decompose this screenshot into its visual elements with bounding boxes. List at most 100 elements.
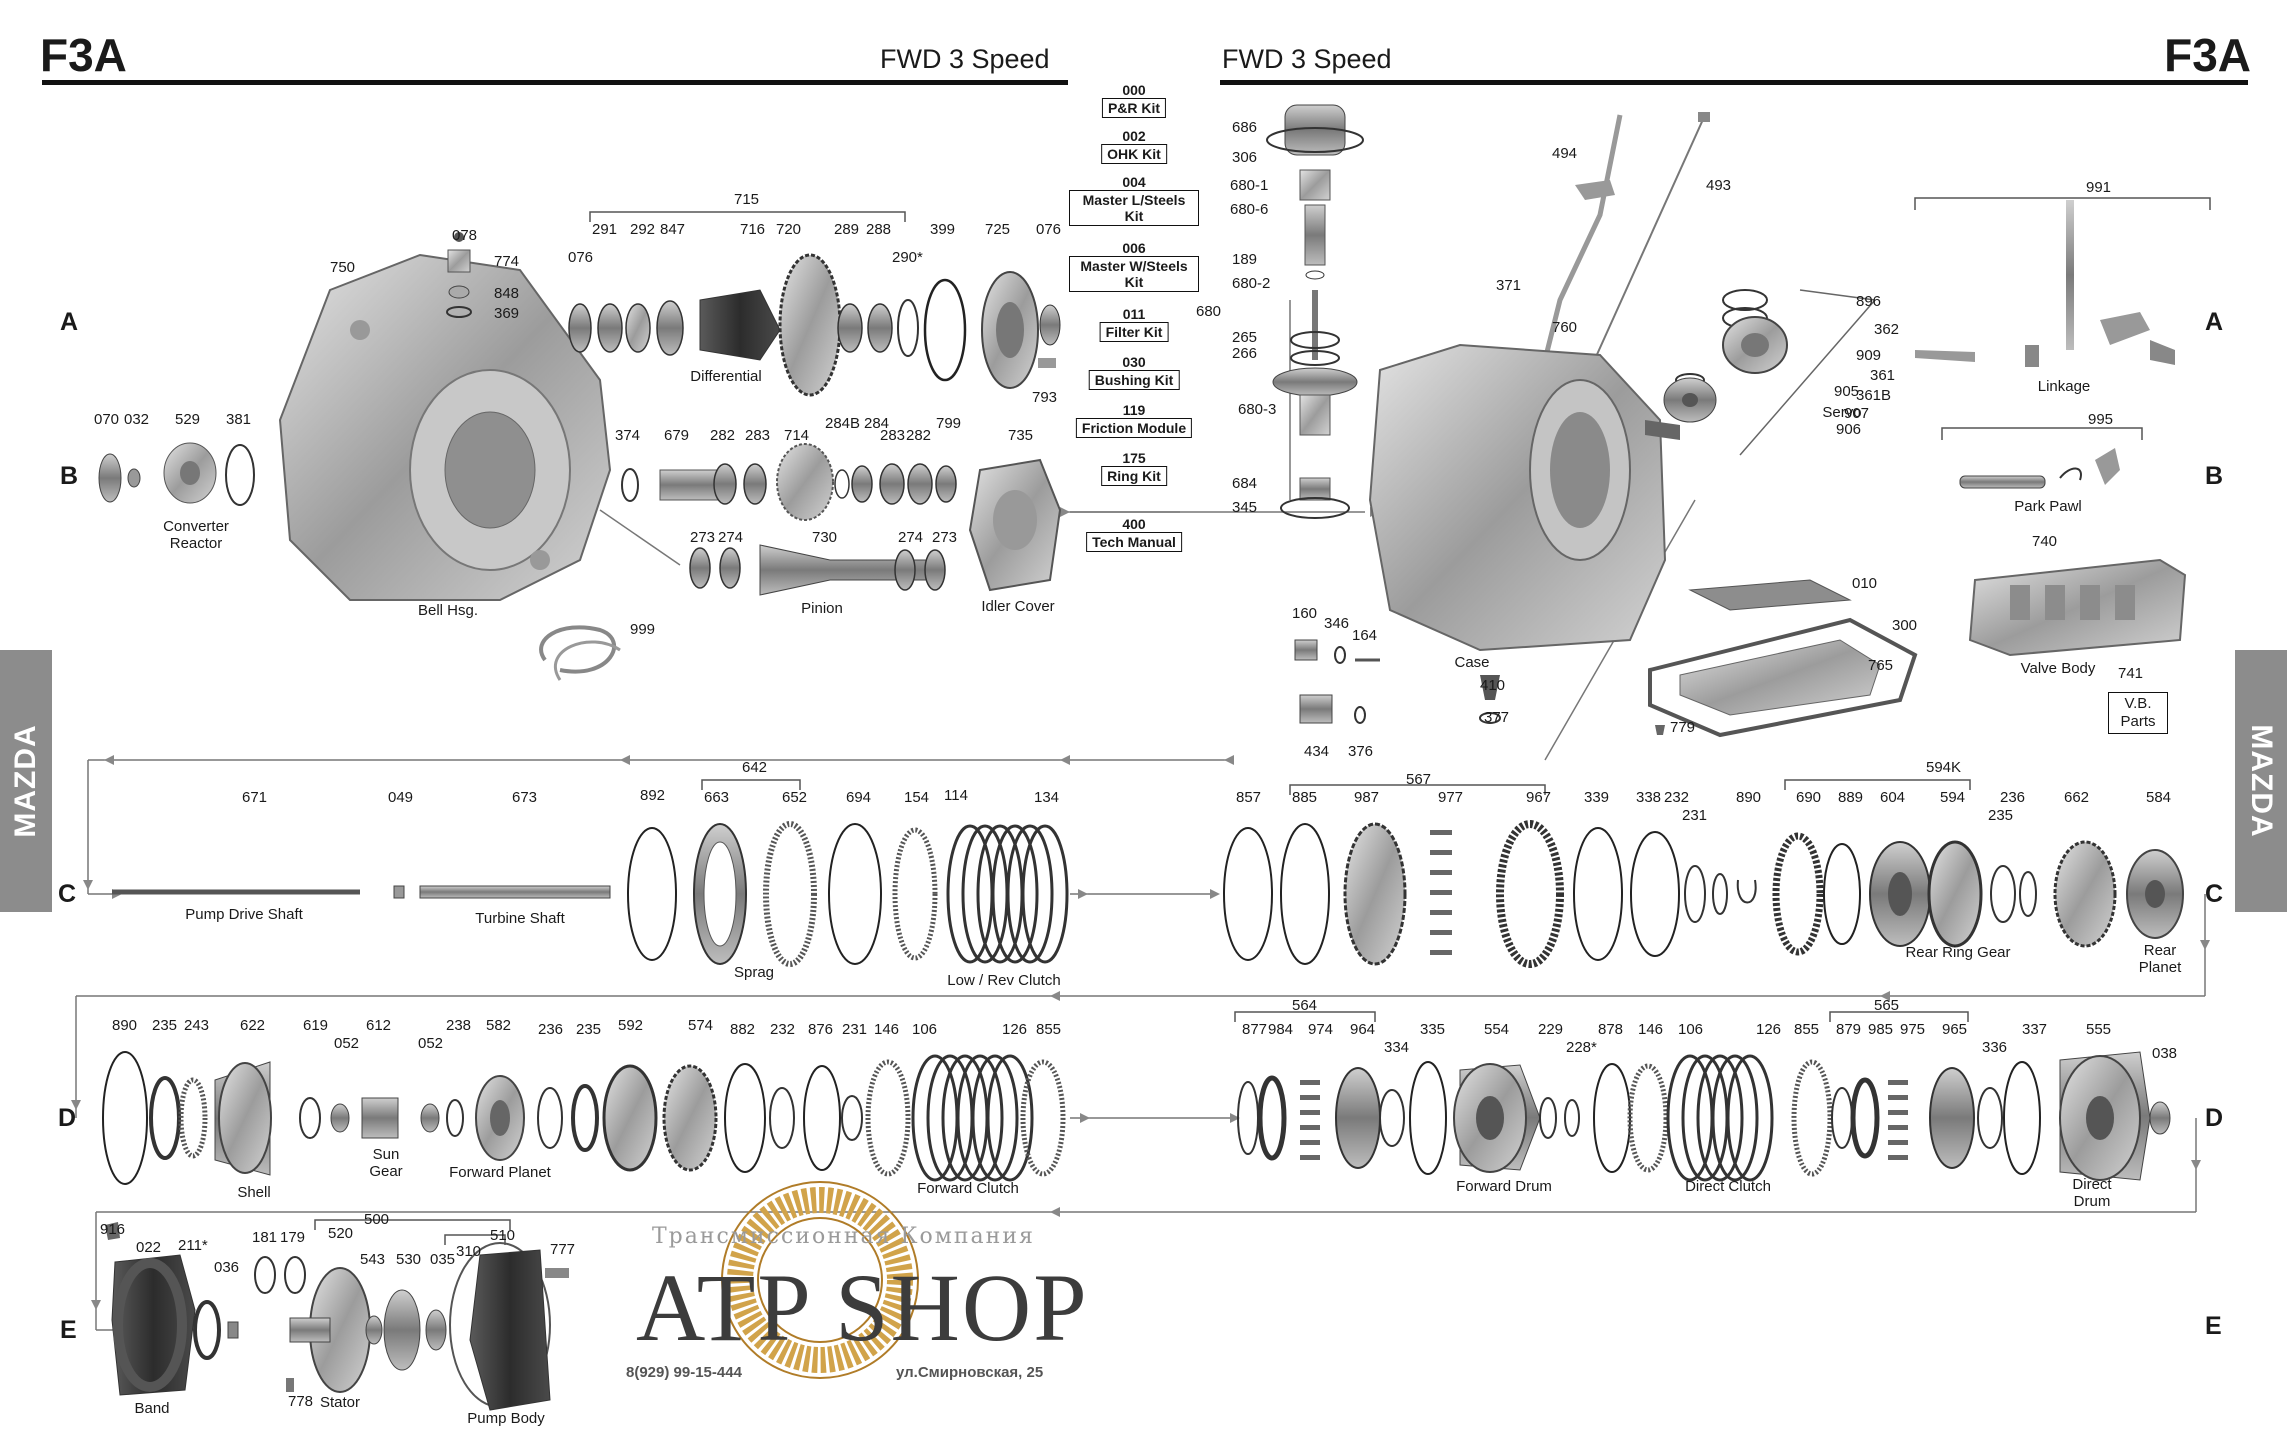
label-rear-ring-gear: Rear Ring Gear: [1905, 944, 2011, 961]
part-number-label: 778: [288, 1393, 314, 1410]
part-number-label: 235: [1988, 807, 2014, 824]
label-pump-drive-shaft: Pump Drive Shaft: [185, 906, 303, 923]
part-number-label: 052: [418, 1035, 444, 1052]
part-number-label: 877: [1242, 1021, 1268, 1038]
part-number-label: 642: [742, 759, 768, 776]
part-number-label: 106: [1678, 1021, 1704, 1038]
part-number-label: 716: [740, 221, 766, 238]
model-title-right: F3A: [2164, 29, 2251, 81]
part-number-label: 680-3: [1238, 401, 1277, 418]
part-number-label: 310: [456, 1243, 482, 1260]
part-number-label: 906: [1836, 421, 1862, 438]
part-number-label: 362: [1874, 321, 1900, 338]
label-linkage: Linkage: [2037, 378, 2091, 395]
part-number-label: 622: [240, 1017, 266, 1034]
part-number-label: 741: [2118, 665, 2144, 682]
row-letter-d-right: D: [2205, 1104, 2224, 1132]
part-number-label: 181: [252, 1229, 278, 1246]
part-number-label: 684: [1232, 475, 1258, 492]
label-band: Band: [134, 1400, 170, 1417]
part-number-label: 146: [874, 1021, 900, 1038]
header-rule-left: [42, 80, 1068, 85]
part-number-label: 189: [1232, 251, 1258, 268]
part-number-label: 991: [2086, 179, 2112, 196]
part-number-label: 564: [1292, 997, 1318, 1014]
part-number-label: 574: [688, 1017, 714, 1034]
part-number-label: 543: [360, 1251, 386, 1268]
part-number-label: 231: [1682, 807, 1708, 824]
part-number-label: 035: [430, 1251, 456, 1268]
part-number-label: 876: [808, 1021, 834, 1038]
part-number-label: 336: [1982, 1039, 2008, 1056]
part-number-label: 905: [1834, 383, 1860, 400]
part-number-label: 964: [1350, 1021, 1376, 1038]
label-case: Case: [1454, 654, 1490, 671]
subtitle-right: FWD 3 Speed: [1222, 44, 1392, 74]
part-number-label: 995: [2088, 411, 2114, 428]
part-number-label: 290*: [892, 249, 923, 266]
row-letter-e-right: E: [2205, 1312, 2222, 1340]
part-number-label: 235: [576, 1021, 602, 1038]
part-number-label: 236: [538, 1021, 564, 1038]
part-number-label: 052: [334, 1035, 360, 1052]
part-number-label: 337: [2022, 1021, 2048, 1038]
part-number-label: 848: [494, 285, 520, 302]
part-number-label: 070: [94, 411, 120, 428]
part-number-label: 779: [1670, 719, 1696, 736]
part-number-label: 554: [1484, 1021, 1510, 1038]
label-shell: Shell: [237, 1184, 271, 1201]
part-number-label: 300: [1892, 617, 1918, 634]
part-number-label: 361B: [1856, 387, 1892, 404]
part-number-label: 584: [2146, 789, 2172, 806]
part-number-label: 987: [1354, 789, 1380, 806]
part-number-label: 076: [1036, 221, 1062, 238]
part-number-label: 283: [745, 427, 771, 444]
part-number-label: 878: [1598, 1021, 1624, 1038]
side-tab-left: MAZDA: [0, 650, 52, 912]
part-number-label: 232: [1664, 789, 1690, 806]
part-number-label: 529: [175, 411, 201, 428]
label-stator: Stator: [319, 1394, 361, 1411]
part-number-label: 604: [1880, 789, 1906, 806]
part-number-label: 114: [944, 787, 968, 804]
part-number-label: 494: [1552, 145, 1578, 162]
label-pump-body: Pump Body: [467, 1410, 545, 1427]
part-number-label: 774: [494, 253, 520, 270]
part-number-label: 146: [1638, 1021, 1664, 1038]
part-number-label: 292: [630, 221, 656, 238]
row-letter-c-left: C: [58, 880, 77, 908]
label-servo: Servo: [1822, 404, 1862, 421]
label-park-pawl: Park Pawl: [2014, 498, 2082, 515]
part-number-label: 907: [1844, 405, 1870, 422]
part-number-label: 010: [1852, 575, 1878, 592]
part-number-label: 662: [2064, 789, 2090, 806]
part-number-label: 974: [1308, 1021, 1334, 1038]
part-number-label: 847: [660, 221, 686, 238]
logo-phone: 8(929) 99-15-444: [626, 1364, 742, 1381]
label-converter-reactor: Converter Reactor: [163, 518, 229, 552]
part-number-label: 410: [1480, 677, 1506, 694]
part-number-label: 714: [784, 427, 810, 444]
part-number-label: 510: [490, 1227, 516, 1244]
part-number-label: 892: [640, 787, 666, 804]
label-vb-parts: V.B. Parts: [2108, 692, 2168, 734]
part-number-label: 967: [1526, 789, 1552, 806]
part-number-label: 680-2: [1232, 275, 1271, 292]
label-forward-planet: Forward Planet: [449, 1164, 551, 1181]
row-letter-a-right: A: [2205, 308, 2224, 336]
part-number-label: 916: [100, 1221, 126, 1238]
header-rule-right: [1220, 80, 2248, 85]
part-number-label: 266: [1232, 345, 1258, 362]
label-direct-drum: Direct Drum: [2072, 1176, 2112, 1210]
logo-company-line: Трансмиссионная Компания: [652, 1224, 1035, 1249]
part-number-label: 229: [1538, 1021, 1564, 1038]
part-number-label: 274: [718, 529, 744, 546]
row-letter-d-left: D: [58, 1104, 77, 1132]
part-number-label: 288: [866, 221, 892, 238]
part-number-label: 274: [898, 529, 924, 546]
part-number-label: 799: [936, 415, 962, 432]
part-number-label: 694: [846, 789, 872, 806]
